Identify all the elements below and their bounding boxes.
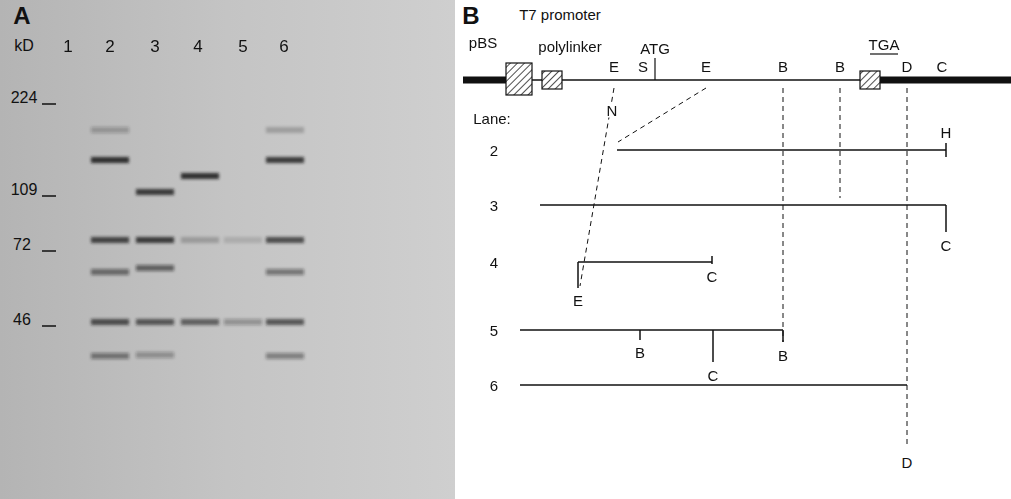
axis-unit: kD — [14, 38, 34, 54]
vector-backbone — [463, 77, 506, 84]
site-guide — [907, 88, 908, 448]
gel-band — [181, 319, 219, 325]
stop-underline — [870, 53, 898, 54]
gel-band — [181, 173, 219, 179]
gel-band — [91, 127, 129, 133]
element-name: T7 promoter — [518, 7, 602, 22]
gel-band — [91, 353, 129, 359]
site-letter: H — [940, 125, 953, 140]
vector-backbone — [880, 77, 1011, 84]
marker-size: 224 — [11, 90, 38, 106]
fragment-line — [617, 149, 946, 151]
site-guide — [783, 88, 784, 342]
gel-band — [266, 237, 304, 243]
site-letter: B — [634, 345, 646, 360]
start-tick — [654, 58, 655, 80]
fragment-tick — [782, 330, 784, 342]
lane-heading: Lane: — [472, 111, 512, 126]
fragment-tick — [712, 330, 714, 362]
site-letter: D — [901, 59, 914, 74]
gel-band — [266, 319, 304, 325]
fragment-tick — [639, 330, 641, 340]
gel-band — [266, 157, 304, 163]
lane-number: 3 — [150, 38, 159, 55]
gel-band — [181, 237, 219, 243]
lane-number: 6 — [279, 38, 288, 55]
fragment-line — [540, 204, 946, 206]
gel-band — [266, 269, 304, 275]
panel-letter: A — [13, 4, 30, 28]
site-letter: C — [936, 59, 949, 74]
lane-number: 4 — [489, 255, 499, 270]
fragment-tick — [577, 262, 579, 288]
site-letter: E — [700, 59, 712, 74]
gel-band — [136, 265, 174, 271]
site-letter: N — [606, 103, 619, 118]
lane-number: 2 — [105, 38, 114, 55]
gel-band — [266, 127, 304, 133]
gel-band — [91, 319, 129, 325]
gel-band — [136, 189, 174, 195]
site-letter: B — [777, 59, 789, 74]
site-guide — [618, 88, 706, 142]
lane-number: 5 — [489, 323, 499, 338]
lane-number: 6 — [489, 378, 499, 393]
fragment-tick — [711, 256, 713, 264]
codon-label: TGA — [868, 37, 901, 52]
lane-number: 2 — [489, 143, 499, 158]
site-letter: E — [572, 293, 584, 308]
gel-band — [91, 269, 129, 275]
codon-label: ATG — [639, 41, 671, 56]
marker-tick — [42, 250, 56, 252]
vector-name: pBS — [468, 35, 498, 50]
site-letter: B — [777, 348, 789, 363]
element-name: polylinker — [537, 39, 602, 54]
lane-number: 4 — [193, 38, 202, 55]
gel-band — [224, 237, 262, 243]
fragment-tick — [945, 205, 947, 232]
lane-number: 1 — [63, 38, 72, 55]
vector-box — [860, 71, 880, 89]
marker-size: 46 — [13, 312, 31, 328]
gel-band — [224, 319, 262, 325]
promoter-box — [506, 63, 532, 95]
marker-size: 72 — [13, 237, 31, 253]
gel-band — [91, 237, 129, 243]
lane-number: 3 — [489, 198, 499, 213]
fragment-line — [520, 384, 907, 386]
gel-band — [266, 353, 304, 359]
panel-letter: B — [461, 4, 480, 28]
site-letter: D — [901, 455, 914, 470]
gel-band — [136, 237, 174, 243]
site-guide — [580, 88, 614, 286]
fragment-tick — [945, 143, 947, 157]
marker-tick — [42, 103, 56, 105]
site-letter: C — [940, 238, 953, 253]
lane-number: 5 — [238, 38, 247, 55]
gel-band — [136, 319, 174, 325]
site-letter: E — [608, 59, 620, 74]
site-letter: B — [834, 59, 846, 74]
site-letter: S — [637, 59, 649, 74]
fragment-line — [520, 329, 783, 331]
site-letter: C — [707, 368, 720, 383]
marker-size: 109 — [11, 182, 38, 198]
site-guide — [840, 88, 841, 198]
gel-band — [136, 352, 174, 358]
gel-photo — [0, 0, 455, 499]
marker-tick — [42, 325, 56, 327]
polylinker-box — [542, 71, 562, 89]
marker-tick — [42, 195, 56, 197]
fragment-line — [578, 261, 712, 263]
gel-band — [91, 157, 129, 163]
site-letter: C — [706, 269, 719, 284]
